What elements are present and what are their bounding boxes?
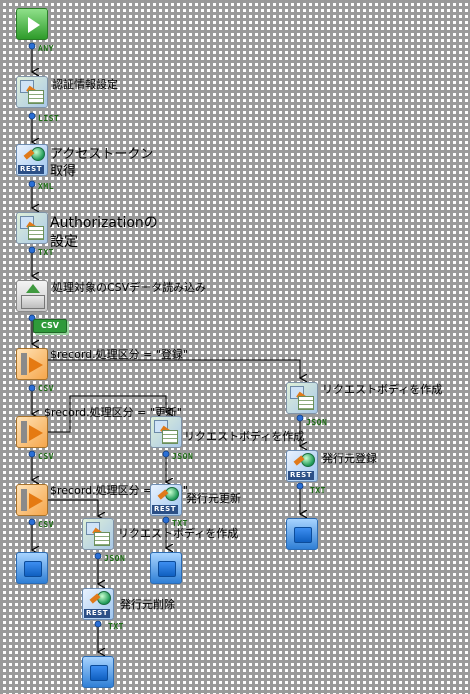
issuer-register-label: 発行元登録: [322, 452, 377, 465]
port-label-csv: CSV: [38, 452, 54, 461]
end-icon[interactable]: [286, 518, 318, 550]
issuer-update-label: 発行元更新: [186, 492, 241, 505]
wire-branch1-body-register: [44, 359, 300, 378]
port-dot: [28, 180, 36, 188]
body-register-label: リクエストボディを作成: [322, 383, 443, 396]
get-token-label-line2: 取得: [50, 164, 77, 179]
csv-badge-icon: CSV: [33, 319, 67, 333]
wire-branch2-body-update: [44, 395, 166, 433]
port-dot: [28, 384, 36, 392]
rest-icon[interactable]: REST: [16, 144, 48, 176]
mapper-icon[interactable]: [16, 76, 48, 108]
mapper-icon[interactable]: [82, 518, 114, 550]
port-dot: [296, 482, 304, 490]
port-dot: [162, 516, 170, 524]
port-dot: [296, 414, 304, 422]
authorization-label-line1: Authorizationの: [50, 215, 158, 231]
port-dot: [28, 246, 36, 254]
branch-icon[interactable]: [16, 484, 48, 516]
rest-icon[interactable]: REST: [150, 484, 182, 516]
port-label-txt: TXT: [38, 248, 54, 257]
end-icon[interactable]: [16, 552, 48, 584]
port-dot: [94, 620, 102, 628]
mapper-icon[interactable]: [286, 382, 318, 414]
port-dot: [28, 518, 36, 526]
port-label-list: LIST: [38, 114, 60, 123]
port-label-txt: TXT: [310, 486, 326, 495]
end-icon[interactable]: [82, 656, 114, 688]
start-icon[interactable]: [16, 8, 48, 40]
get-token-label-line1: アクセストークン: [50, 147, 154, 162]
branch-icon[interactable]: [16, 416, 48, 448]
port-label-json: JSON: [104, 554, 126, 563]
branch2-label: $record.処理区分 = "更新": [44, 406, 182, 419]
read-csv-label: 処理対象のCSVデータ読み込み: [52, 281, 207, 294]
port-dot: [162, 450, 170, 458]
port-label-txt: TXT: [172, 519, 188, 528]
issuer-delete-label: 発行元削除: [120, 598, 175, 611]
port-dot: [28, 112, 36, 120]
port-label-json: JSON: [306, 418, 328, 427]
mapper-icon[interactable]: [16, 212, 48, 244]
port-dot: [28, 450, 36, 458]
rest-icon[interactable]: REST: [286, 450, 318, 482]
port-label-txt: TXT: [108, 622, 124, 631]
port-dot: [28, 42, 36, 50]
authorization-label-line2: 設定: [50, 234, 78, 250]
mapper-icon[interactable]: [150, 416, 182, 448]
port-label-csv: CSV: [38, 520, 54, 529]
rest-icon[interactable]: REST: [82, 588, 114, 620]
branch1-label: $record.処理区分 = "登録": [50, 348, 188, 361]
auth-settings-label: 認証情報設定: [52, 78, 118, 91]
branch-icon[interactable]: [16, 348, 48, 380]
port-label-any: ANY: [38, 44, 54, 53]
body-delete-label: リクエストボディを作成: [118, 527, 239, 540]
port-label-csv: CSV: [38, 384, 54, 393]
wire-branch3-body-delete: [44, 499, 98, 516]
end-icon[interactable]: [150, 552, 182, 584]
port-label-json: JSON: [172, 452, 194, 461]
csv-read-icon[interactable]: [16, 280, 48, 312]
body-update-label: リクエストボディを作成: [184, 430, 305, 443]
port-label-xml: XML: [38, 182, 54, 191]
port-dot: [94, 552, 102, 560]
